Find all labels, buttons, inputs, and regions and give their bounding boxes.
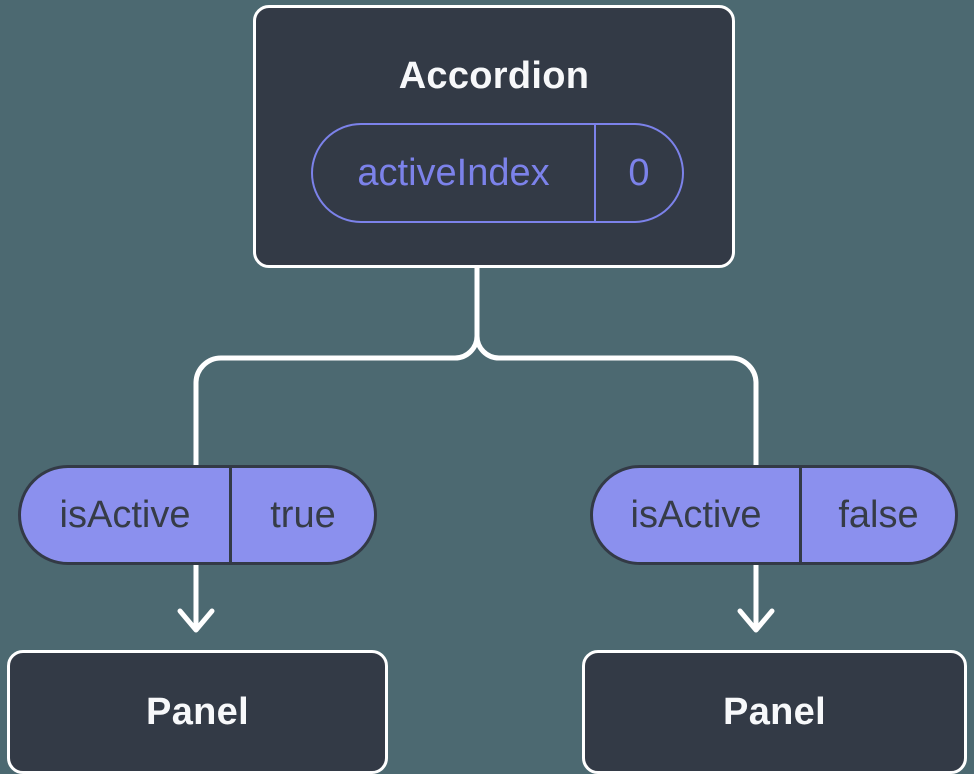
accordion-node-title: Accordion bbox=[398, 55, 590, 97]
prop-pill-isactive-false: isActive false bbox=[590, 465, 958, 565]
panel-node-title: Panel bbox=[146, 690, 249, 733]
panel-node: Panel bbox=[582, 650, 967, 774]
tree-connector-right-branch bbox=[474, 335, 759, 627]
panel-node-title: Panel bbox=[723, 690, 826, 733]
prop-pill-isactive-true: isActive true bbox=[18, 465, 377, 565]
prop-pill-value: true bbox=[229, 468, 374, 562]
prop-pill-name: isActive bbox=[630, 493, 762, 536]
state-pill-name: activeIndex bbox=[357, 151, 550, 194]
state-pill-activeindex: activeIndex 0 bbox=[311, 123, 684, 223]
arrow-down-icon bbox=[177, 608, 215, 633]
accordion-node: Accordion activeIndex 0 bbox=[253, 5, 735, 268]
arrow-down-icon bbox=[737, 608, 775, 633]
tree-connector-left-branch bbox=[193, 335, 480, 627]
state-pill-value: 0 bbox=[594, 125, 682, 221]
panel-node: Panel bbox=[7, 650, 388, 774]
prop-pill-name: isActive bbox=[59, 493, 191, 536]
prop-pill-value: false bbox=[799, 468, 955, 562]
